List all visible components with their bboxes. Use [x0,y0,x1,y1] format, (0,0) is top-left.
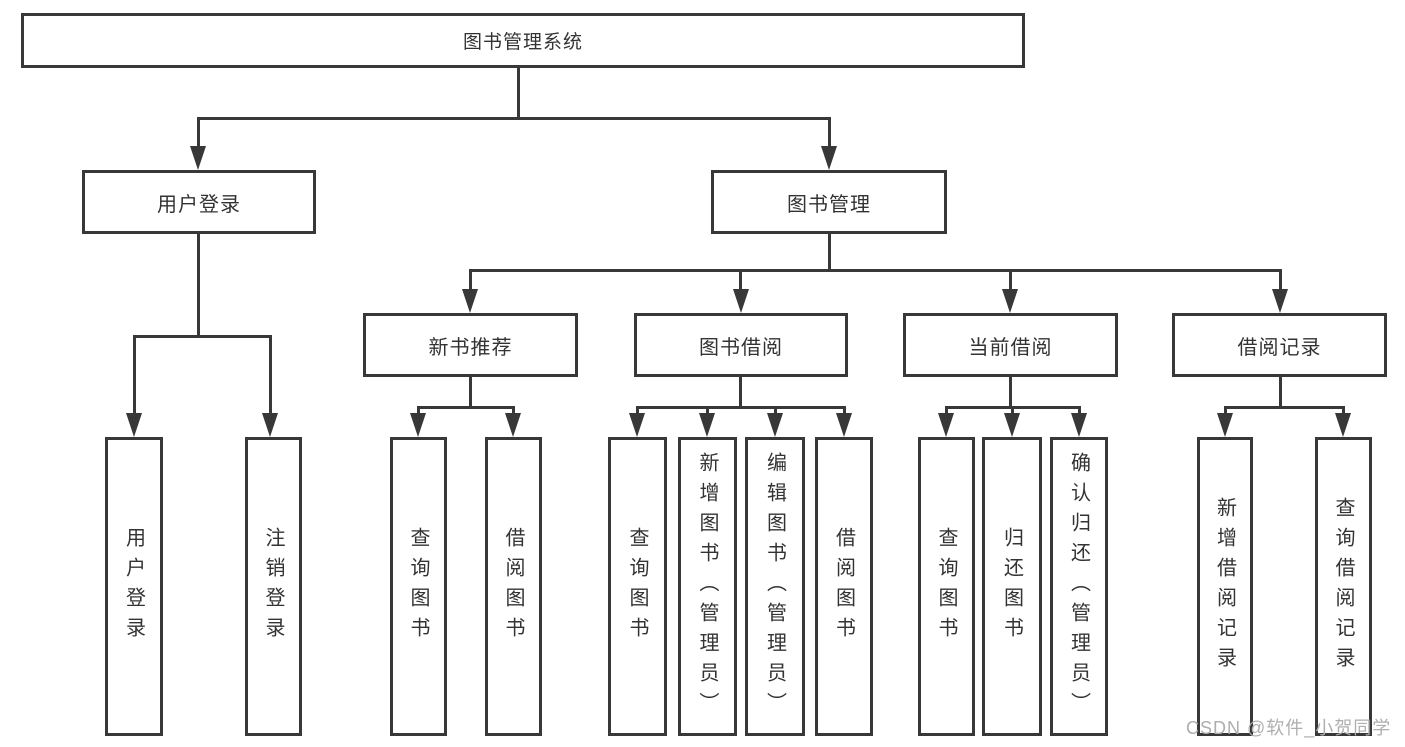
csdn-watermark: CSDN @软件_小贺同学 [1186,718,1392,738]
node-current-borrowing-label: 当前借阅 [968,336,1053,359]
node-borrowing-records-label: 借阅记录 [1237,336,1322,359]
arrowhead-current-borrowing [1002,289,1018,313]
leaf-borrow-books-label: 借阅图书 [832,526,855,647]
node-book-borrowing-label: 图书借阅 [699,336,783,359]
node-user-login-label: 用户登录 [157,193,241,216]
leaf-add-borrow-record-label: 新增借阅记录 [1213,496,1236,677]
connector-new-book-bar [417,406,515,409]
arrowhead-new-book-recommendation [462,289,478,313]
connector-user-login-bar [133,335,272,338]
leaf-query-books-new: 查询图书 [390,437,447,736]
leaf-user-login: 用户登录 [105,437,163,736]
arrowhead-leaf-add-book [699,413,715,437]
leaf-add-borrow-record: 新增借阅记录 [1197,437,1253,736]
connector-user-login-arrow-stem [197,118,200,150]
leaf-query-books-current-label: 查询图书 [935,526,957,647]
arrowhead-leaf-query-current [938,413,954,437]
leaf-logout-label: 注销登录 [262,526,284,647]
arrowhead-book-management [821,146,837,170]
leaf-query-borrow-record-label: 查询借阅记录 [1332,496,1354,677]
leaf-confirm-return-admin-label: 确认归还（管理员） [1067,451,1090,722]
arrowhead-leaf-edit-book [767,413,783,437]
node-root: 图书管理系统 [21,13,1025,68]
arrowhead-borrowing-records [1272,289,1288,313]
connector-user-login-stem [197,233,200,337]
arrowhead-leaf-query-record [1335,413,1351,437]
node-book-management-label: 图书管理 [787,193,871,216]
connector-borrowing-records-arrow-stem [1279,270,1282,292]
connector-book-management-arrow-stem [828,118,831,150]
node-book-management: 图书管理 [711,170,947,234]
node-book-borrowing: 图书借阅 [634,313,848,377]
leaf-query-borrow-record: 查询借阅记录 [1315,437,1372,736]
leaf-return-books-label: 归还图书 [1000,526,1023,647]
connector-leaf-logout-stem [269,336,272,416]
arrowhead-leaf-query-borrow [629,413,645,437]
arrowhead-leaf-borrow-new [505,413,521,437]
arrowhead-leaf-borrow-books [836,413,852,437]
connector-leaf-user-login-stem [133,336,136,416]
leaf-edit-book-admin-label: 编辑图书（管理员） [763,451,786,722]
connector-current-borrowing-arrow-stem [1009,270,1012,292]
node-new-book-recommendation: 新书推荐 [363,313,578,377]
connector-root-bar [197,117,831,120]
leaf-borrow-books-new-label: 借阅图书 [502,526,524,647]
connector-book-management-stem [828,233,831,271]
connector-current-borrowing-stem [1009,377,1012,408]
arrowhead-leaf-logout [262,413,278,437]
connector-book-borrowing-stem [739,377,742,408]
leaf-user-login-label: 用户登录 [122,526,145,647]
connector-root-stem [517,66,520,119]
leaf-borrow-books-new: 借阅图书 [485,437,542,736]
arrowhead-leaf-add-record [1217,413,1233,437]
leaf-return-books: 归还图书 [982,437,1042,736]
node-root-label: 图书管理系统 [462,32,583,53]
connector-borrowing-records-bar [1224,406,1345,409]
node-borrowing-records: 借阅记录 [1172,313,1387,377]
node-new-book-recommendation-label: 新书推荐 [428,336,513,359]
leaf-confirm-return-admin: 确认归还（管理员） [1050,437,1108,736]
connector-book-management-bar [469,269,1282,272]
arrowhead-leaf-confirm-return [1071,413,1087,437]
node-current-borrowing: 当前借阅 [903,313,1118,377]
arrowhead-leaf-return [1004,413,1020,437]
connector-new-book-arrow-stem [469,270,472,292]
arrowhead-leaf-user-login [126,413,142,437]
arrowhead-book-borrowing [733,289,749,313]
leaf-logout: 注销登录 [245,437,302,736]
leaf-query-books-new-label: 查询图书 [407,526,429,647]
node-user-login: 用户登录 [82,170,316,234]
arrowhead-leaf-query-new [410,413,426,437]
connector-new-book-stem [469,377,472,408]
arrowhead-user-login [190,146,206,170]
leaf-edit-book-admin: 编辑图书（管理员） [745,437,805,736]
connector-borrowing-records-stem [1279,377,1282,408]
connector-book-borrowing-arrow-stem [739,270,742,292]
leaf-query-books-borrow-label: 查询图书 [626,526,648,647]
leaf-query-books-borrow: 查询图书 [608,437,667,736]
leaf-add-book-admin: 新增图书（管理员） [678,437,737,736]
leaf-borrow-books: 借阅图书 [815,437,873,736]
leaf-add-book-admin-label: 新增图书（管理员） [696,451,718,722]
leaf-query-books-current: 查询图书 [918,437,975,736]
connector-book-borrowing-bar [636,406,846,409]
